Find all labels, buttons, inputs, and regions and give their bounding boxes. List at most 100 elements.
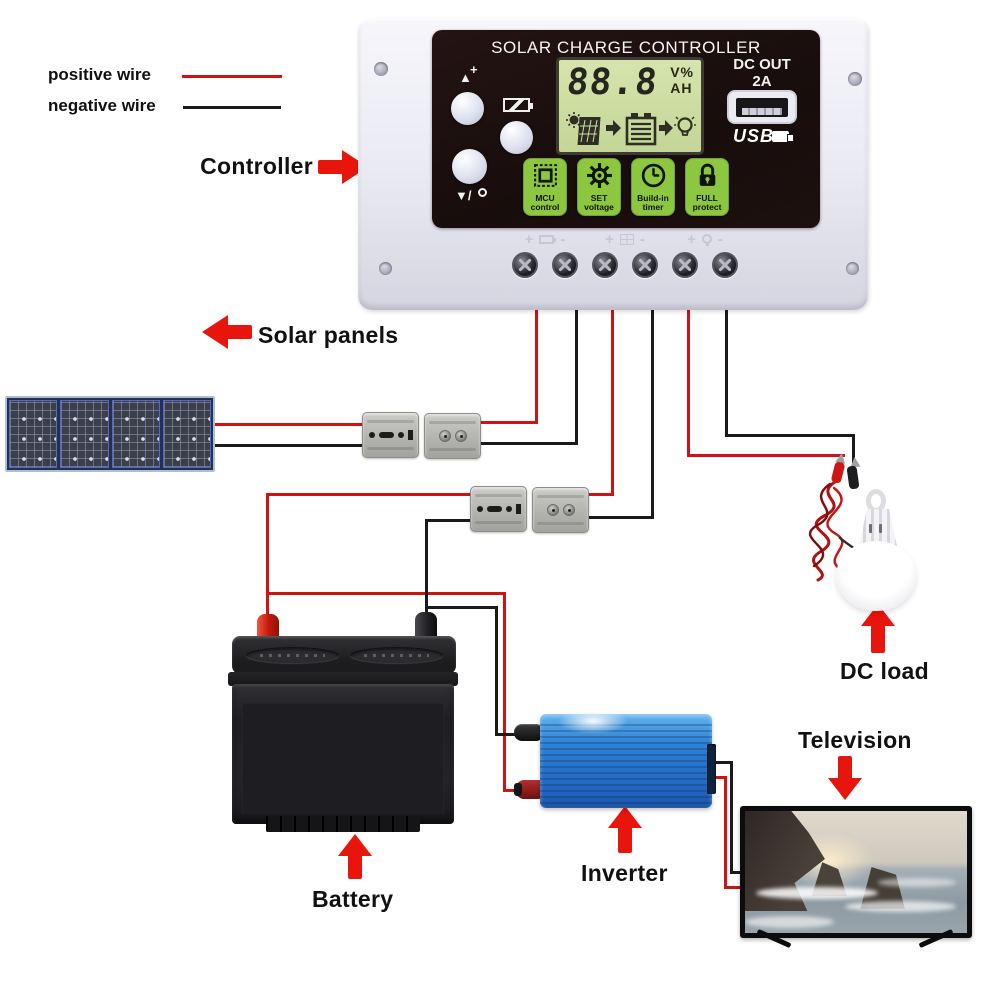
terminal-screw[interactable] (592, 252, 618, 278)
wire-segment-red (586, 493, 614, 496)
dc-out-amps: 2A (752, 73, 772, 90)
wire-segment-red (266, 493, 472, 496)
inverter-arrow (608, 806, 642, 828)
mode-button[interactable] (500, 121, 533, 154)
solar-module (9, 400, 58, 468)
inverter-body (540, 714, 712, 808)
usb-port[interactable] (727, 90, 797, 124)
anderson-connector (532, 487, 589, 533)
solar-module (60, 400, 109, 468)
terminal-label-battery: + - (524, 230, 566, 248)
mount-screw-hole (848, 72, 862, 86)
wire-segment-red (611, 308, 614, 496)
wire-segment-black (730, 761, 733, 874)
lcd-display: 88.8 V% AH (556, 57, 704, 155)
battery-terminal-icon (539, 234, 557, 244)
wire-segment-red (535, 308, 538, 424)
television-label: Television (798, 727, 912, 753)
inverter-output-socket (707, 744, 716, 794)
battery-label: Battery (312, 886, 394, 912)
solar-module (162, 400, 211, 468)
battery-indicator-icon (503, 98, 533, 112)
inverter-negative-terminal (514, 724, 544, 741)
led-bulb (836, 541, 916, 611)
solar-panels-arrow (202, 315, 228, 349)
wire-segment-black (425, 606, 498, 609)
wire-segment-red (503, 592, 506, 792)
television-arrow (838, 756, 852, 780)
wire-segment-black (213, 444, 365, 447)
black-alligator-clip (846, 465, 860, 490)
wire-segment-black (852, 434, 855, 468)
terminal-screw[interactable] (512, 252, 538, 278)
lamp-symbol-icon (478, 188, 487, 197)
wire-segment-black (575, 308, 578, 445)
wire-segment-red (724, 886, 750, 889)
wire-segment-red (266, 592, 506, 595)
wire-segment-black (710, 761, 733, 764)
lcd-unit-top: V% (670, 64, 694, 80)
wire-segment-black (495, 733, 525, 736)
tv-screen (745, 811, 967, 933)
usb-logo: USB (733, 126, 775, 146)
wire-segment-red (710, 776, 727, 779)
controller-title: SOLAR CHARGE CONTROLLER (491, 38, 761, 57)
terminal-screw[interactable] (552, 252, 578, 278)
terminal-screw[interactable] (672, 252, 698, 278)
anderson-connector (470, 486, 527, 532)
plus-symbol: + (470, 62, 478, 77)
anderson-connector (424, 413, 481, 459)
wire-segment-black (725, 434, 855, 437)
battery-negative-post (415, 612, 437, 642)
solar-panel-terminal-icon (619, 233, 634, 245)
feature-set-voltage: SET voltage (577, 158, 621, 216)
wire-segment-red (687, 308, 690, 457)
lock-icon (699, 163, 715, 186)
solar-module (111, 400, 160, 468)
wire-segment-black (425, 519, 428, 627)
lcd-flow-icons (566, 112, 696, 146)
up-button[interactable] (451, 92, 484, 125)
lcd-unit-bottom: AH (670, 80, 693, 96)
wire-segment-red (480, 421, 538, 424)
legend-positive-label: positive wire (48, 65, 151, 84)
battery-base (266, 816, 420, 832)
inverter-label: Inverter (581, 860, 668, 886)
television-set (740, 806, 972, 938)
mount-screw-hole (379, 262, 392, 275)
battery-vent-cap (350, 647, 443, 663)
inverter-positive-terminal (514, 780, 546, 799)
terminal-label-load: + - (687, 230, 723, 248)
mcu-chip-icon (533, 164, 557, 187)
controller-arrow (318, 160, 344, 174)
wire-segment-black (651, 308, 654, 519)
wire-segment-black (480, 442, 578, 445)
mount-screw-hole (846, 262, 859, 275)
down-button[interactable] (452, 149, 487, 184)
battery-positive-post (257, 614, 279, 642)
battery-arrow (338, 834, 372, 856)
wire-segment-black (495, 606, 498, 736)
feature-full-protect: FULL protect (685, 158, 729, 216)
negative-wire-sample (183, 106, 281, 109)
solar-panel-array (5, 396, 215, 472)
dc-load-label: DC load (840, 658, 929, 684)
feature-mcu-control: MCU control (523, 158, 567, 216)
controller-label: Controller (200, 153, 313, 179)
dc-out-label: DC OUT 2A (733, 56, 791, 90)
terminal-screw[interactable] (712, 252, 738, 278)
terminal-screw[interactable] (632, 252, 658, 278)
usb-plug-icon (772, 131, 794, 142)
terminal-label-solar: + - (605, 230, 645, 248)
mount-screw-hole (374, 62, 388, 76)
wire-segment-red (724, 776, 727, 889)
up-triangle-symbol: ▲ (459, 70, 472, 85)
lamp-terminal-icon (701, 234, 712, 246)
positive-wire-sample (182, 75, 282, 78)
gear-icon (586, 163, 612, 188)
feature-buildin-timer: Build-in timer (631, 158, 675, 216)
anderson-connector (362, 412, 419, 458)
wire-segment-black (586, 516, 654, 519)
solar-panels-label: Solar panels (258, 322, 399, 348)
